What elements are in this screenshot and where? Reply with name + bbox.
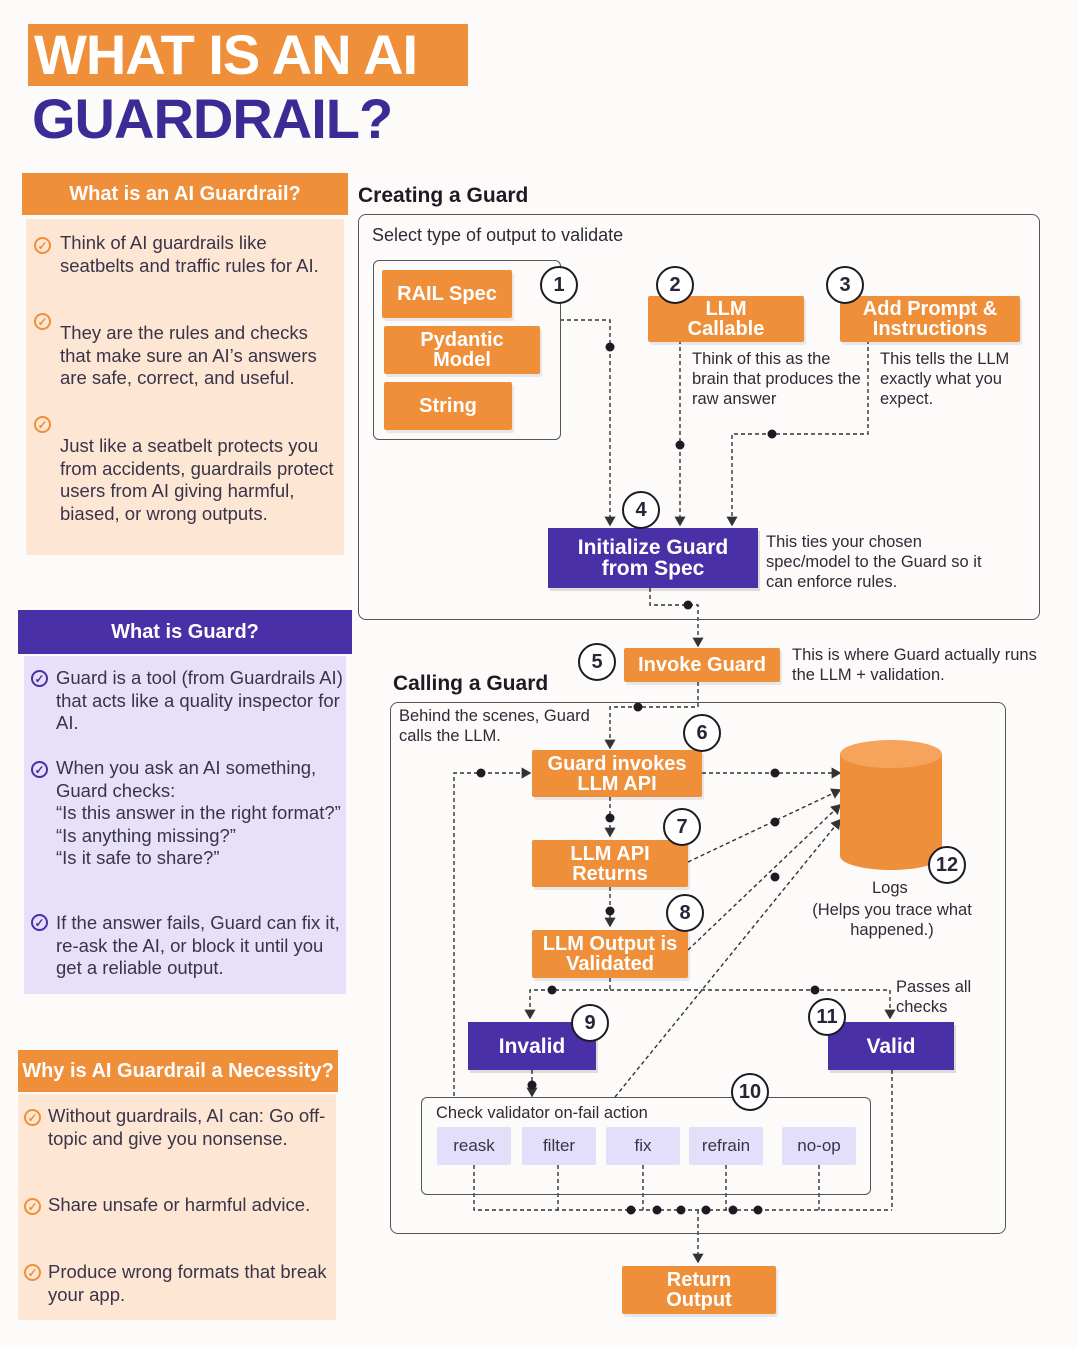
check-icon: ✓	[34, 313, 51, 330]
logs-title: Logs	[872, 879, 908, 897]
calling-guard-frame	[390, 702, 1006, 1234]
necessity-bullet-3: Produce wrong formats that break your ap…	[48, 1261, 327, 1305]
add-prompt-box[interactable]: Add Prompt & Instructions	[840, 296, 1020, 342]
guard-panel-heading: What is Guard?	[18, 610, 352, 654]
step-number-10: 10	[731, 1073, 769, 1111]
behind-scenes-note: Behind the scenes, Guard calls the LLM.	[399, 707, 590, 745]
guardrail-bullet-3: Just like a seatbelt protects you from a…	[60, 435, 334, 524]
step-number-3: 3	[826, 266, 864, 304]
passes-checks-note: Passes all checks	[896, 978, 972, 1016]
guard-invokes-llm-box[interactable]: Guard invokes LLM API	[532, 750, 702, 797]
check-icon: ✓	[34, 237, 51, 254]
action-no-op[interactable]: no-op	[782, 1127, 856, 1165]
step-number-7: 7	[663, 808, 701, 846]
valid-box[interactable]: Valid	[828, 1022, 954, 1070]
creating-guard-frame	[358, 214, 1040, 620]
check-icon: ✓	[31, 670, 48, 687]
llm-api-returns-box[interactable]: LLM API Returns	[532, 840, 688, 887]
guard-bullet-2: When you ask an AI something, Guard chec…	[56, 757, 341, 868]
step-number-5: 5	[578, 643, 616, 681]
action-refrain[interactable]: refrain	[689, 1127, 763, 1165]
pydantic-model-option[interactable]: Pydantic Model	[384, 326, 540, 374]
select-output-note: Select type of output to validate	[372, 225, 624, 245]
check-icon: ✓	[24, 1109, 41, 1126]
rail-spec-option[interactable]: RAIL Spec	[382, 270, 512, 318]
on-fail-label: Check validator on-fail action	[436, 1104, 648, 1122]
return-output-box[interactable]: Return Output	[622, 1266, 776, 1314]
check-icon: ✓	[34, 416, 51, 433]
step-number-6: 6	[683, 714, 721, 752]
action-fix[interactable]: fix	[606, 1127, 680, 1165]
step-number-2: 2	[656, 266, 694, 304]
llm-callable-note: Think of this as the brain that produces…	[692, 350, 861, 408]
step-number-8: 8	[666, 894, 704, 932]
action-reask[interactable]: reask	[437, 1127, 511, 1165]
logs-note: (Helps you trace what happened.)	[812, 901, 972, 939]
step-number-4: 4	[622, 491, 660, 529]
guardrail-panel-body: ✓ Think of AI guardrails like seatbelts …	[26, 219, 344, 555]
step-number-12: 12	[928, 846, 966, 884]
initialize-guard-box[interactable]: Initialize Guard from Spec	[548, 528, 758, 588]
invoke-guard-box[interactable]: Invoke Guard	[624, 648, 780, 682]
guard-bullet-1: Guard is a tool (from Guardrails AI) tha…	[56, 667, 343, 733]
guardrail-panel-heading: What is an AI Guardrail?	[22, 173, 348, 215]
check-icon: ✓	[24, 1198, 41, 1215]
guard-panel-body: ✓ Guard is a tool (from Guardrails AI) t…	[24, 656, 346, 994]
title-line-2: GUARDRAIL?	[32, 87, 393, 150]
logs-database-icon	[840, 740, 942, 870]
llm-output-validated-box[interactable]: LLM Output is Validated	[532, 930, 688, 978]
title-line-1: WHAT IS AN AI	[28, 24, 468, 86]
output-type-group	[373, 260, 561, 440]
action-filter[interactable]: filter	[522, 1127, 596, 1165]
guardrail-bullet-2: They are the rules and checks that make …	[60, 322, 317, 388]
on-fail-action-group	[421, 1097, 871, 1195]
add-prompt-note: This tells the LLM exactly what you expe…	[880, 350, 1010, 408]
necessity-panel-body: ✓ Without guardrails, AI can: Go off-top…	[18, 1094, 336, 1320]
check-icon: ✓	[31, 761, 48, 778]
step-number-1: 1	[540, 266, 578, 304]
step-number-11: 11	[808, 998, 846, 1036]
guard-bullet-3: If the answer fails, Guard can fix it, r…	[56, 912, 340, 978]
creating-guard-title: Creating a Guard	[358, 184, 529, 207]
necessity-bullet-1: Without guardrails, AI can: Go off-topic…	[48, 1105, 326, 1149]
initialize-guard-note: This ties your chosen spec/model to the …	[766, 533, 982, 591]
invoke-guard-note: This is where Guard actually runs the LL…	[792, 646, 1037, 684]
check-icon: ✓	[31, 914, 48, 931]
check-icon: ✓	[24, 1264, 41, 1281]
string-option[interactable]: String	[384, 382, 512, 430]
necessity-bullet-2: Share unsafe or harmful advice.	[48, 1194, 311, 1215]
necessity-panel-heading: Why is AI Guardrail a Necessity?	[18, 1050, 338, 1092]
calling-guard-title: Calling a Guard	[393, 672, 549, 695]
step-number-9: 9	[571, 1004, 609, 1042]
guardrail-bullet-1: Think of AI guardrails like seatbelts an…	[60, 232, 319, 276]
